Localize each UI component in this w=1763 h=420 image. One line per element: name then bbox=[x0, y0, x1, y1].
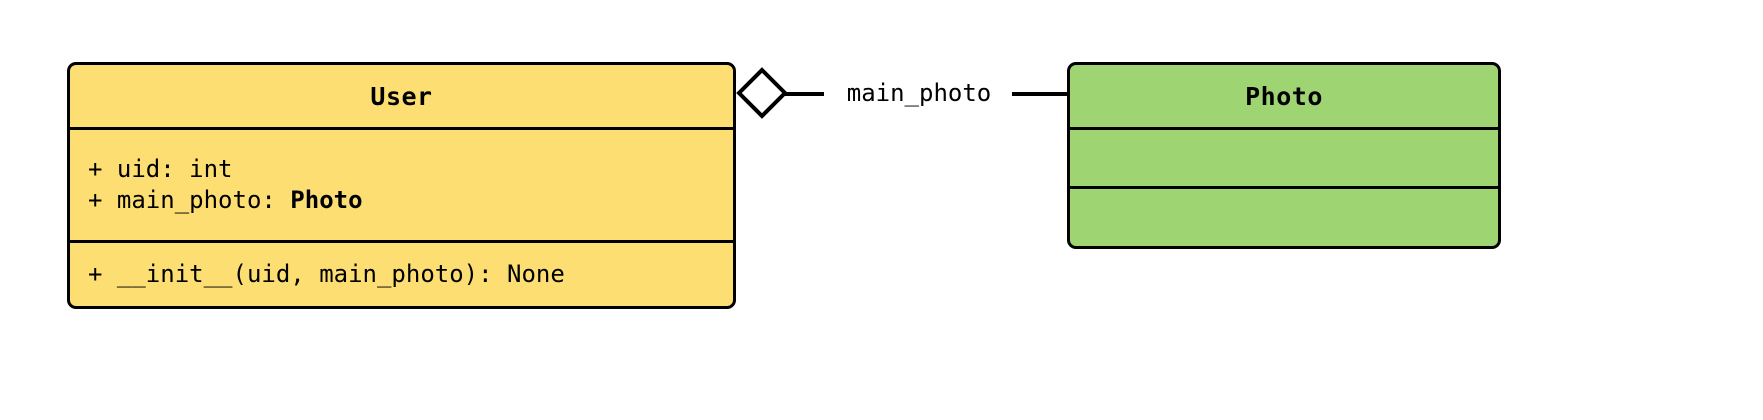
uml-attribute-main-photo-prefix: + main_photo: bbox=[88, 186, 291, 214]
association-label-main-photo: main_photo bbox=[824, 78, 1014, 108]
association-line-left-segment bbox=[785, 92, 825, 96]
uml-attribute-main-photo-type: Photo bbox=[290, 186, 363, 214]
uml-class-user[interactable]: User + uid: int + main_photo: Photo + __… bbox=[67, 62, 736, 309]
uml-attribute-main-photo: + main_photo: Photo bbox=[88, 185, 715, 216]
uml-method-init: + __init__(uid, main_photo): None bbox=[88, 260, 565, 288]
uml-attribute-uid: + uid: int bbox=[88, 155, 233, 183]
uml-class-photo-name: Photo bbox=[1245, 81, 1323, 111]
uml-class-user-name: User bbox=[370, 81, 433, 111]
uml-class-user-attributes: + uid: int + main_photo: Photo bbox=[70, 127, 733, 240]
aggregation-diamond-icon bbox=[735, 66, 789, 120]
uml-class-photo-methods bbox=[1070, 186, 1498, 245]
uml-class-user-methods: + __init__(uid, main_photo): None bbox=[70, 240, 733, 306]
uml-class-photo[interactable]: Photo bbox=[1067, 62, 1501, 249]
uml-class-photo-attributes bbox=[1070, 127, 1498, 186]
association-line-right-segment bbox=[1012, 92, 1068, 96]
